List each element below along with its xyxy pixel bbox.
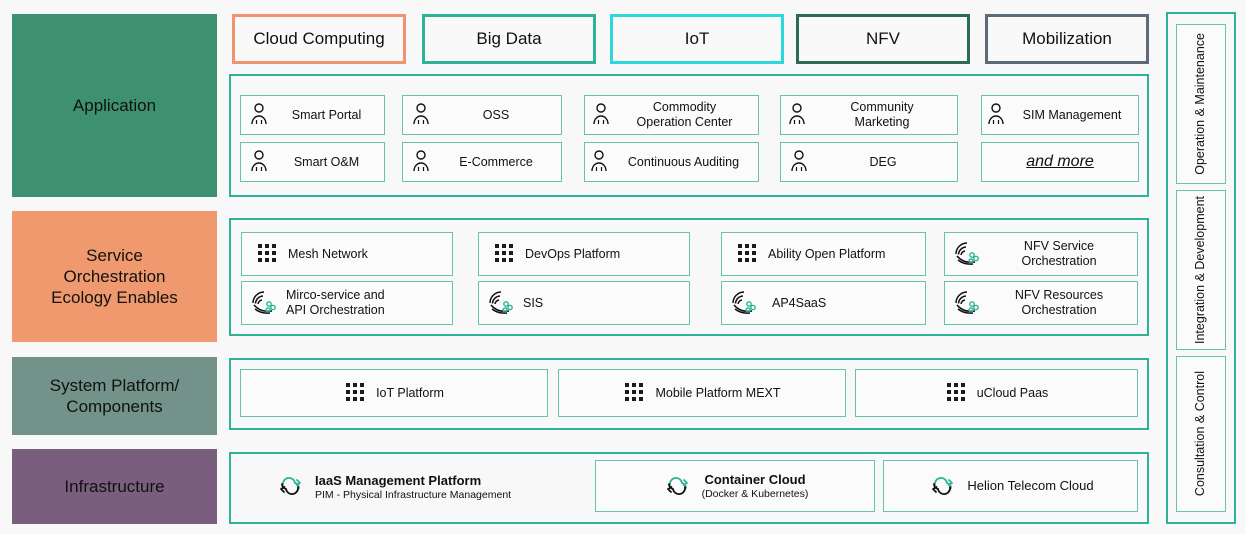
app-item-label: and more [1026,153,1094,170]
layer-label-text: Infrastructure [64,476,165,496]
dots-grid-icon [493,242,515,267]
app-item-label: Smart O&M [293,154,360,169]
service-item-mesh-network[interactable]: Mesh Network [241,232,453,276]
domain-tab-cloud-computing[interactable]: Cloud Computing [232,14,406,64]
person-icon [789,149,809,176]
service-item-label: AP4SaaS [772,295,827,310]
person-icon [591,102,611,129]
service-item-nfv-resources-orchestration[interactable]: NFV Resources Orchestration [944,281,1138,325]
domain-tab-label: Mobilization [1022,29,1112,48]
app-item-label: DEG [869,154,897,169]
domain-tab-nfv[interactable]: NFV [796,14,970,64]
person-icon [411,149,431,176]
app-item-smart-portal[interactable]: Smart Portal [240,95,385,135]
infra-item-subtitle: (Docker & Kubernetes) [701,487,809,500]
domain-tab-mobilization[interactable]: Mobilization [985,14,1149,64]
rail-item-integration-development[interactable]: Integration & Development [1176,190,1226,350]
infra-item-container-cloud[interactable]: Container Cloud (Docker & Kubernetes) [595,460,875,512]
dots-grid-icon [736,242,758,267]
app-item-and-more[interactable]: and more [981,142,1139,182]
app-item-label: Commodity Operation Center [636,100,733,129]
app-item-label: SIM Management [1022,107,1122,122]
system-item-label: uCloud Paas [976,385,1049,400]
service-item-sis[interactable]: SIS [478,281,690,325]
service-item-ability-open-platform[interactable]: Ability Open Platform [721,232,926,276]
system-item-label: IoT Platform [376,385,444,400]
rail-item-operation-maintenance[interactable]: Operation & Maintenance [1176,24,1226,184]
system-item-ucloud-paas[interactable]: uCloud Paas [855,369,1138,417]
orchestration-icon [730,289,758,318]
rail-item-label: Consultation & Control [1193,371,1208,497]
cloud-icon [662,472,692,501]
dots-grid-icon [623,381,645,406]
domain-tab-label: Cloud Computing [253,29,385,48]
app-item-oss[interactable]: OSS [402,95,562,135]
service-item-label: Mesh Network [288,246,368,261]
dots-grid-icon [945,381,967,406]
service-item-label: Ability Open Platform [768,246,886,261]
domain-tab-label: Big Data [476,29,542,48]
app-item-e-commerce[interactable]: E-Commerce [402,142,562,182]
layer-label-service-orchestration: Service Orchestration Ecology Enables [12,211,217,342]
orchestration-icon [250,289,278,318]
layer-label-application: Application [12,14,217,197]
person-icon [249,102,269,129]
app-item-label: Community Marketing [850,100,914,129]
infra-item-iaas-management-platform[interactable]: IaaS Management Platform PIM - Physical … [275,463,585,511]
infra-item-title: Helion Telecom Cloud [967,478,1094,494]
system-item-iot-platform[interactable]: IoT Platform [240,369,548,417]
cloud-icon [275,472,305,503]
service-item-label: Mirco-service and API Orchestration [286,288,385,317]
service-item-microservice-api-orchestration[interactable]: Mirco-service and API Orchestration [241,281,453,325]
infra-item-title: IaaS Management Platform [315,472,482,488]
app-item-commodity-operation-center[interactable]: Commodity Operation Center [584,95,759,135]
rail-item-label: Operation & Maintenance [1193,33,1208,175]
app-item-label: Continuous Auditing [627,154,740,169]
domain-tab-label: IoT [684,29,710,48]
rail-item-label: Integration & Development [1193,195,1208,344]
person-icon [589,149,609,176]
app-item-smart-om[interactable]: Smart O&M [240,142,385,182]
system-item-mobile-platform-mext[interactable]: Mobile Platform MEXT [558,369,846,417]
layer-label-system-platform: System Platform/ Components [12,357,217,435]
infra-item-helion-telecom-cloud[interactable]: Helion Telecom Cloud [883,460,1138,512]
dots-grid-icon [256,242,278,267]
orchestration-icon [953,289,981,318]
service-item-devops-platform[interactable]: DevOps Platform [478,232,690,276]
layer-label-text: System Platform/ Components [49,375,180,416]
service-item-label: DevOps Platform [525,246,621,261]
app-item-community-marketing[interactable]: Community Marketing [780,95,958,135]
domain-tab-iot[interactable]: IoT [610,14,784,64]
infra-item-subtitle: PIM - Physical Infrastructure Management [315,488,512,501]
layer-label-text: Application [72,95,157,115]
person-icon [986,102,1006,129]
rail-item-consultation-control[interactable]: Consultation & Control [1176,356,1226,512]
orchestration-icon [953,240,981,269]
app-item-sim-management[interactable]: SIM Management [981,95,1139,135]
service-item-label: NFV Resources Orchestration [1014,288,1104,317]
domain-tab-label: NFV [866,29,900,48]
app-item-deg[interactable]: DEG [780,142,958,182]
app-item-label: Smart Portal [291,107,362,122]
app-item-label: E-Commerce [459,154,533,169]
dots-grid-icon [344,381,366,406]
person-icon [411,102,431,129]
service-item-label: SIS [523,295,544,310]
person-icon [787,102,807,129]
service-item-nfv-service-orchestration[interactable]: NFV Service Orchestration [944,232,1138,276]
infra-item-title: Container Cloud [704,471,806,487]
service-item-label: NFV Service Orchestration [1021,239,1097,268]
service-item-ap4saas[interactable]: AP4SaaS [721,281,926,325]
domain-tab-big-data[interactable]: Big Data [422,14,596,64]
person-icon [249,149,269,176]
layer-label-text: Service Orchestration Ecology Enables [51,245,178,308]
app-item-label: OSS [482,107,510,122]
orchestration-icon [487,289,515,318]
layer-label-infrastructure: Infrastructure [12,449,217,524]
system-item-label: Mobile Platform MEXT [655,385,781,400]
cloud-icon [927,472,957,501]
app-item-continuous-auditing[interactable]: Continuous Auditing [584,142,759,182]
